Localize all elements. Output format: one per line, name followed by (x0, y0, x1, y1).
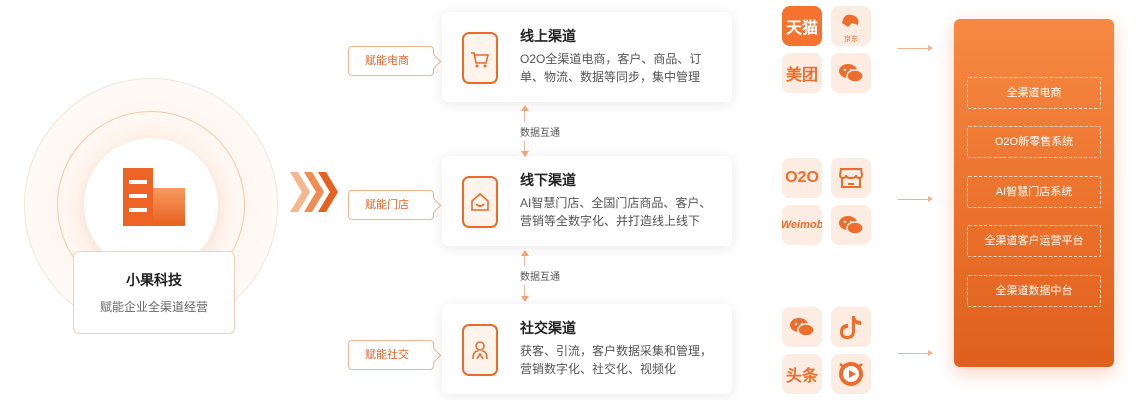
channel-title: 线上渠道 (520, 28, 576, 44)
platform-name: 头条 (785, 368, 818, 385)
channel-desc: AI智慧门店、全国门店商品、客户、营销等全数字化、并打造线上线下 (520, 196, 712, 228)
company-name: 小果科技 (126, 272, 182, 288)
channel-desc: 获客、引流，客户数据采集和管理，营销数字化、社交化、视频化 (520, 344, 713, 376)
store-icon (831, 158, 871, 198)
arrow-right (898, 350, 933, 356)
wechat-icon (831, 205, 871, 245)
video-icon (831, 354, 871, 394)
channel-card-online: 线上渠道 O2O全渠道电商，客户、商品、订单、物流、数据等同步，集中管理 (442, 12, 732, 102)
people-icon (462, 324, 498, 376)
panel-item: 全渠道客户运营平台 (967, 225, 1101, 257)
arrow-right (898, 196, 933, 202)
meituan-icon: 美团 (782, 53, 822, 93)
platform-name: 天猫 (785, 20, 818, 37)
channel-title: 线下渠道 (520, 172, 576, 188)
o2o-icon: O2O (782, 158, 822, 198)
sync-label: 数据互通 (520, 266, 560, 285)
company-card: 小果科技 赋能企业全渠道经营 (73, 251, 235, 334)
platform-name: O2O (785, 169, 819, 186)
platform-name: Weimob (782, 219, 822, 231)
panel-item: O2O新零售系统 (967, 126, 1101, 158)
arrow-right (898, 45, 933, 51)
tag-empower-store: 赋能门店 (348, 190, 434, 220)
tag-empower-ecommerce: 赋能电商 (348, 46, 434, 76)
douyin-icon (831, 307, 871, 347)
channel-card-social: 社交渠道 获客、引流，客户数据采集和管理，营销数字化、社交化、视频化 (442, 304, 732, 394)
tag-empower-social: 赋能社交 (348, 340, 434, 370)
chevrons-right-icon (290, 172, 338, 212)
channel-desc: O2O全渠道电商，客户、商品、订单、物流、数据等同步，集中管理 (520, 52, 702, 84)
panel-item: AI智慧门店系统 (967, 176, 1101, 208)
jd-icon: 京东 (831, 6, 871, 46)
toutiao-icon: 头条 (782, 354, 822, 394)
channel-title: 社交渠道 (520, 320, 576, 336)
platform-name: 美团 (785, 67, 818, 84)
company-subtitle: 赋能企业全渠道经营 (99, 300, 208, 314)
wechat-icon (831, 53, 871, 93)
panel-item: 全渠道数据中台 (967, 275, 1101, 307)
cart-icon (462, 32, 498, 84)
house-icon (462, 176, 498, 228)
sync-label: 数据互通 (520, 122, 560, 141)
company-building-icon (123, 168, 185, 226)
tmall-icon: 天猫 (782, 6, 822, 46)
channel-card-offline: 线下渠道 AI智慧门店、全国门店商品、客户、营销等全数字化、并打造线上线下 (442, 156, 732, 246)
solutions-panel: 全渠道电商 O2O新零售系统 AI智慧门店系统 全渠道客户运营平台 全渠道数据中… (954, 19, 1114, 367)
panel-item: 全渠道电商 (967, 77, 1101, 109)
platform-name: 京东 (844, 36, 858, 43)
wechat-icon (782, 307, 822, 347)
weimob-icon: Weimob (782, 205, 822, 245)
